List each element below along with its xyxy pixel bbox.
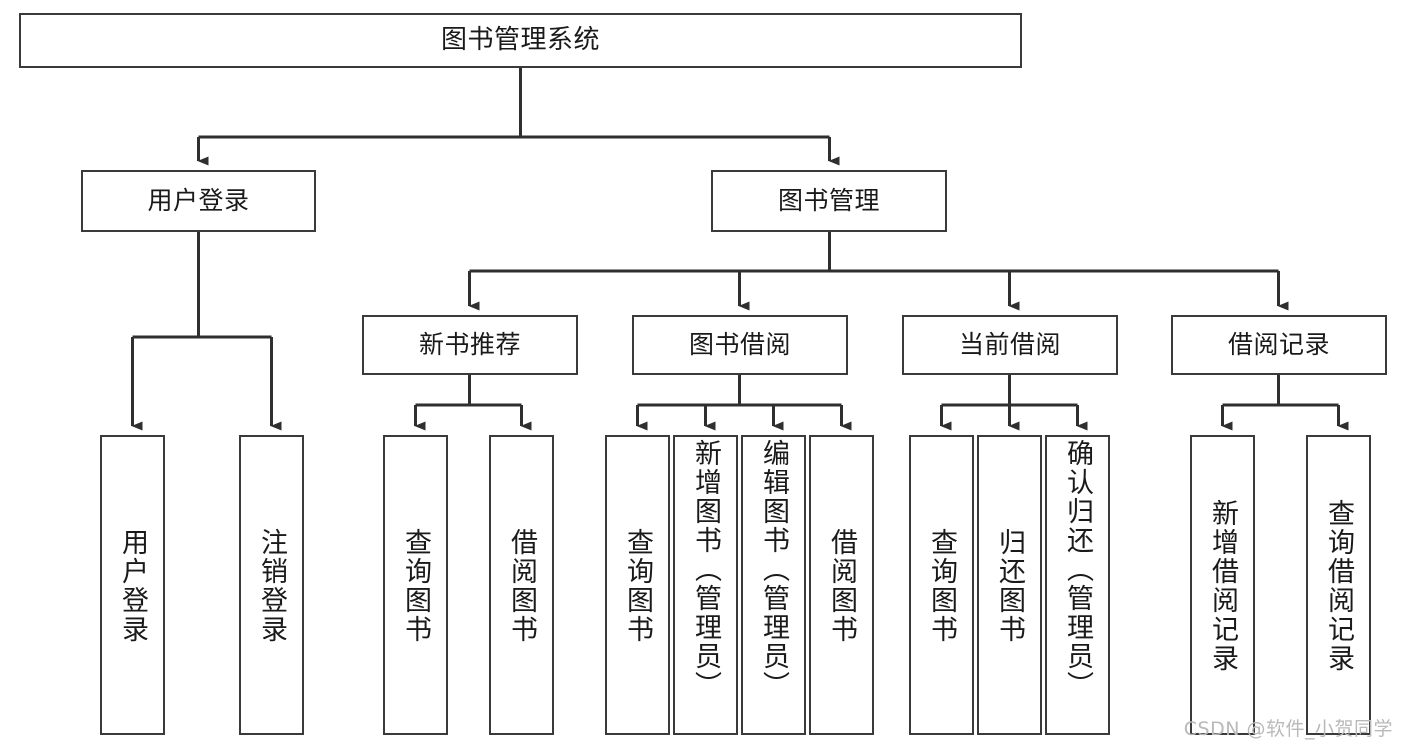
node-label: 用户登录	[117, 528, 148, 644]
node-leaf-add-book-admin[interactable]: 新增图书（管理员）	[673, 435, 738, 735]
node-leaf-query-book-borrow[interactable]: 查询图书	[605, 435, 670, 735]
node-label: 新书推荐	[418, 330, 521, 360]
node-new-book-recommendation[interactable]: 新书推荐	[362, 315, 578, 375]
node-current-borrowing[interactable]: 当前借阅	[902, 315, 1118, 375]
node-leaf-borrow-book[interactable]: 借阅图书	[809, 435, 874, 735]
node-user-login[interactable]: 用户登录	[81, 170, 316, 232]
node-leaf-query-book-current[interactable]: 查询图书	[909, 435, 974, 735]
node-leaf-borrow-book-newbook[interactable]: 借阅图书	[489, 435, 554, 735]
node-label: 确认归还（管理员）	[1062, 439, 1093, 700]
node-label: 新增借阅记录	[1207, 499, 1238, 673]
node-label: 编辑图书（管理员）	[758, 439, 789, 700]
node-label: 当前借阅	[958, 330, 1061, 360]
node-borrowing-records[interactable]: 借阅记录	[1171, 315, 1387, 375]
node-label: 图书管理系统	[440, 25, 600, 56]
node-leaf-query-book-newbook[interactable]: 查询图书	[383, 435, 448, 735]
node-label: 图书管理	[777, 186, 880, 216]
node-label: 查询图书	[926, 528, 957, 644]
node-book-management[interactable]: 图书管理	[711, 170, 947, 232]
node-leaf-logout[interactable]: 注销登录	[239, 435, 304, 735]
node-leaf-user-login[interactable]: 用户登录	[100, 435, 165, 735]
node-label: 查询借阅记录	[1323, 499, 1354, 673]
node-label: 查询图书	[400, 528, 431, 644]
node-label: 新增图书（管理员）	[690, 439, 721, 700]
node-label: 用户登录	[147, 186, 250, 216]
node-label: 借阅图书	[826, 528, 857, 644]
node-leaf-return-book[interactable]: 归还图书	[977, 435, 1042, 735]
node-root-book-management-system[interactable]: 图书管理系统	[19, 13, 1022, 68]
node-label: 借阅记录	[1227, 330, 1330, 360]
node-leaf-query-borrow-record[interactable]: 查询借阅记录	[1306, 435, 1371, 735]
node-leaf-edit-book-admin[interactable]: 编辑图书（管理员）	[741, 435, 806, 735]
node-label: 注销登录	[256, 528, 287, 644]
node-label: 借阅图书	[506, 528, 537, 644]
node-leaf-add-borrow-record[interactable]: 新增借阅记录	[1190, 435, 1255, 735]
csdn-watermark: CSDN @软件_小贺同学	[1183, 718, 1393, 740]
node-label: 查询图书	[622, 528, 653, 644]
node-book-borrowing[interactable]: 图书借阅	[632, 315, 848, 375]
node-label: 图书借阅	[688, 330, 791, 360]
node-label: 归还图书	[994, 528, 1025, 644]
node-leaf-confirm-return-admin[interactable]: 确认归还（管理员）	[1045, 435, 1110, 735]
